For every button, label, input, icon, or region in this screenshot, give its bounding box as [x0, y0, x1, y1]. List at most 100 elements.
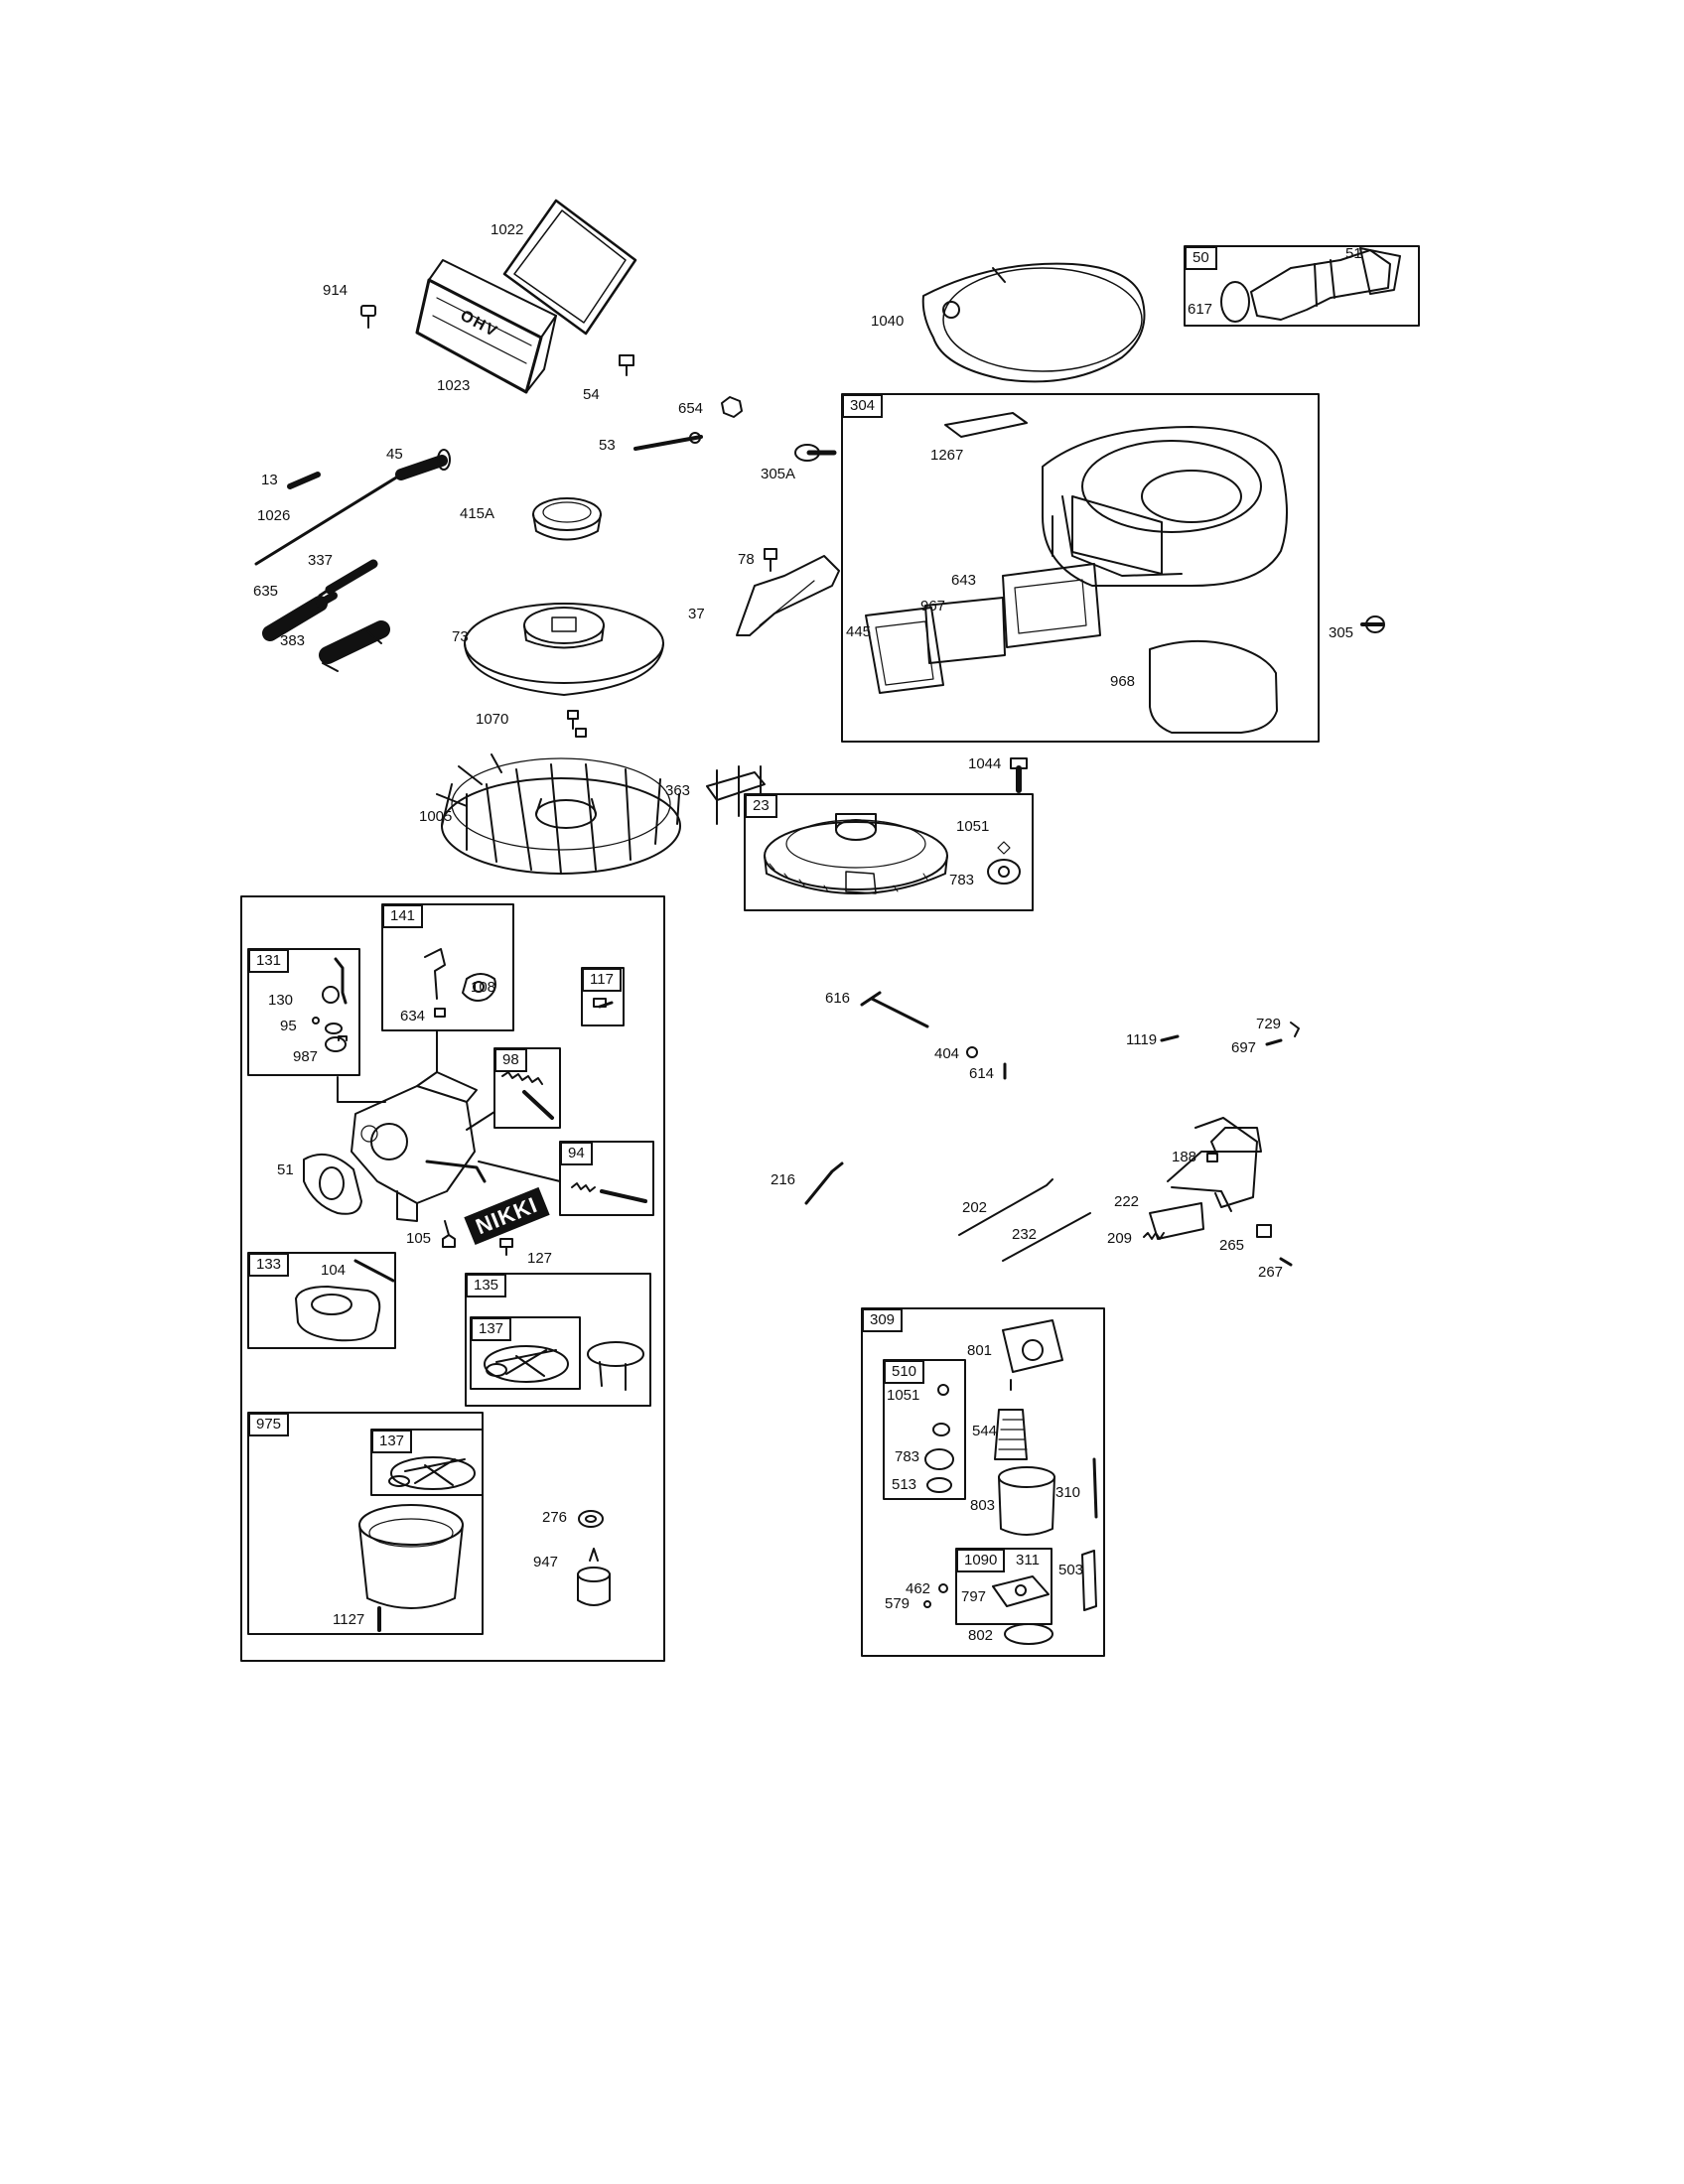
box-50: 50	[1185, 246, 1217, 270]
fuel-bowl-975	[358, 1504, 464, 1609]
label-654: 654	[678, 400, 704, 417]
box-309: 309	[862, 1308, 904, 1332]
label-797: 797	[961, 1588, 987, 1605]
label-987: 987	[293, 1048, 319, 1065]
housing-803	[998, 1466, 1055, 1536]
label-127: 127	[527, 1250, 553, 1267]
label-968: 968	[1110, 673, 1136, 690]
cap-415A	[532, 497, 602, 541]
parts-462-579	[923, 1583, 948, 1608]
label-305A: 305A	[761, 466, 796, 482]
label-54: 54	[583, 386, 600, 403]
label-363: 363	[665, 782, 691, 799]
screw-1119	[1160, 1034, 1180, 1042]
label-105: 105	[406, 1230, 432, 1247]
label-947: 947	[533, 1554, 559, 1570]
label-802: 802	[968, 1627, 994, 1644]
box-133: 133	[248, 1253, 290, 1277]
bracket-503	[1081, 1550, 1097, 1611]
label-1070: 1070	[476, 711, 509, 728]
bolt-310	[1092, 1457, 1098, 1519]
label-783-starter: 783	[895, 1448, 920, 1465]
label-13: 13	[261, 472, 278, 488]
label-383: 383	[280, 632, 306, 649]
parts-265-267-188	[1206, 1153, 1293, 1267]
box-23: 23	[745, 794, 777, 818]
label-188: 188	[1172, 1149, 1197, 1165]
spring-209	[1143, 1232, 1165, 1240]
box-137-b: 137	[371, 1430, 413, 1453]
label-1026: 1026	[257, 507, 291, 524]
boot-635	[262, 592, 338, 641]
label-310: 310	[1055, 1484, 1081, 1501]
blower-housing-304	[1042, 426, 1288, 587]
label-311: 311	[1016, 1552, 1040, 1569]
gear-783-flywheel	[987, 841, 1021, 885]
box-94: 94	[560, 1142, 593, 1165]
label-579: 579	[885, 1595, 911, 1612]
label-45: 45	[386, 446, 403, 463]
box-131: 131	[248, 949, 290, 973]
label-37: 37	[688, 606, 705, 622]
valve-cover-1023	[415, 259, 557, 394]
label-967: 967	[920, 598, 946, 614]
box-1090: 1090	[956, 1549, 1006, 1572]
label-634: 634	[400, 1008, 426, 1024]
box-304: 304	[842, 394, 884, 418]
label-404: 404	[934, 1045, 960, 1062]
label-617: 617	[1188, 301, 1213, 318]
screw-78	[764, 548, 777, 572]
governor-shaft-616	[860, 991, 929, 1028]
label-1040: 1040	[871, 313, 905, 330]
label-513: 513	[892, 1476, 917, 1493]
label-78: 78	[738, 551, 755, 568]
gasket-51-carb	[303, 1153, 362, 1215]
label-729: 729	[1256, 1016, 1282, 1032]
label-643: 643	[951, 572, 977, 589]
jet-105	[442, 1220, 456, 1248]
panel-445	[865, 607, 944, 694]
label-503: 503	[1058, 1562, 1084, 1578]
label-1267: 1267	[930, 447, 964, 464]
label-544: 544	[972, 1423, 998, 1439]
label-803: 803	[970, 1497, 996, 1514]
screw-305A	[794, 444, 837, 462]
baffle-1040	[921, 262, 1146, 383]
label-1127: 1127	[333, 1611, 365, 1628]
label-1005: 1005	[419, 808, 453, 825]
dipstick-tube-parts	[254, 449, 451, 566]
box-510: 510	[884, 1360, 925, 1384]
label-108: 108	[471, 979, 496, 996]
flywheel-23	[764, 813, 948, 894]
armature-363	[706, 765, 766, 825]
label-337: 337	[308, 552, 334, 569]
intake-manifold-50	[1220, 247, 1401, 323]
grass-screen-73	[464, 603, 664, 696]
screw-spring-94	[571, 1182, 647, 1203]
armature-544	[994, 1379, 1028, 1460]
bolt-1044	[1010, 757, 1028, 793]
label-209: 209	[1107, 1230, 1133, 1247]
small-parts-404-614	[966, 1046, 1007, 1080]
screw-914	[360, 305, 376, 329]
label-415A: 415A	[460, 505, 495, 522]
label-783-flywheel: 783	[949, 872, 975, 888]
link-216	[804, 1161, 844, 1205]
cover-968	[1149, 639, 1278, 734]
label-265: 265	[1219, 1237, 1245, 1254]
control-bracket-222	[1149, 1117, 1262, 1240]
drive-510-parts	[924, 1384, 954, 1493]
screw-127	[499, 1238, 513, 1256]
label-1051-flywheel: 1051	[956, 818, 990, 835]
end-cap-801	[1002, 1319, 1063, 1373]
label-202: 202	[962, 1199, 988, 1216]
label-445: 445	[846, 623, 872, 640]
label-73: 73	[452, 628, 469, 645]
bracket-141	[424, 948, 496, 1018]
label-95: 95	[280, 1018, 297, 1034]
brush-plate-1090	[992, 1575, 1050, 1607]
needle-valve-131	[312, 957, 348, 1052]
spring-98	[501, 1071, 554, 1120]
label-1044: 1044	[968, 755, 1002, 772]
